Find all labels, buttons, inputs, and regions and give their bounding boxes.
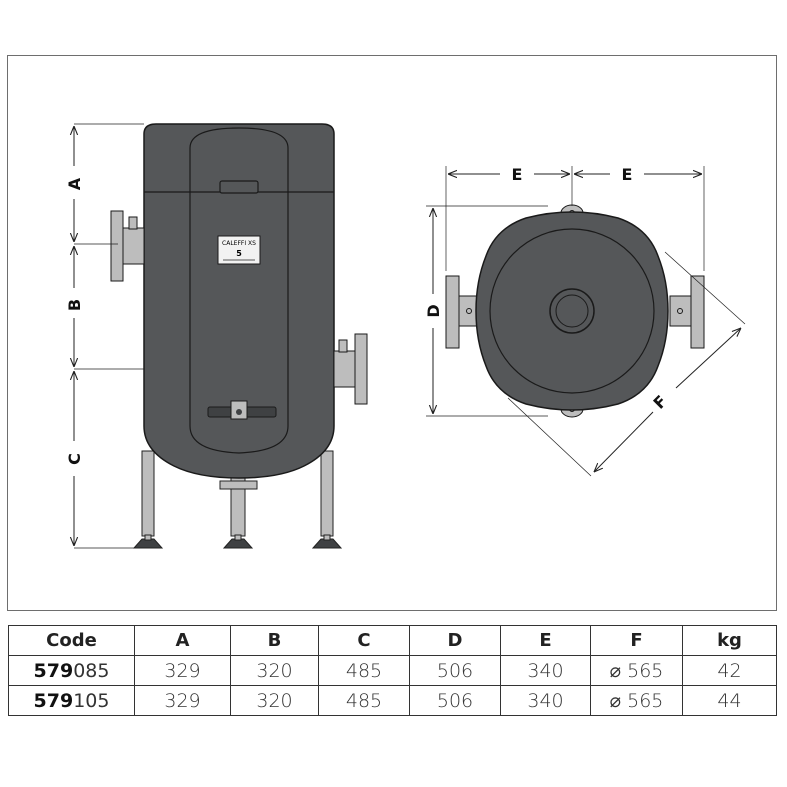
inlet-flange-left bbox=[110, 210, 145, 282]
cell-f: ⌀ 565 bbox=[590, 685, 683, 716]
table-row: 579085 329 320 485 506 340 ⌀ 565 42 bbox=[8, 655, 777, 686]
cell-kg: 44 bbox=[682, 685, 777, 716]
cell-b: 320 bbox=[230, 655, 319, 686]
cell-code: 579085 bbox=[8, 655, 135, 686]
header-b: B bbox=[230, 625, 319, 656]
vessel-body bbox=[143, 123, 335, 479]
cell-d: 506 bbox=[409, 655, 501, 686]
cell-a: 329 bbox=[134, 685, 231, 716]
header-e: E bbox=[500, 625, 591, 656]
foot-right bbox=[311, 538, 343, 549]
leg-left bbox=[141, 450, 155, 537]
header-c: C bbox=[318, 625, 410, 656]
dimension-vertical bbox=[74, 123, 144, 549]
vessel-inner-panel bbox=[189, 127, 289, 454]
cell-c: 485 bbox=[318, 685, 410, 716]
header-a: A bbox=[134, 625, 231, 656]
header-d: D bbox=[409, 625, 501, 656]
cell-kg: 42 bbox=[682, 655, 777, 686]
spec-table: Code A B C D E F kg 579085 329 320 485 5… bbox=[8, 625, 777, 716]
table-header-row: Code A B C D E F kg bbox=[8, 625, 777, 656]
cell-e: 340 bbox=[500, 685, 591, 716]
nameplate-text: CALEFFI XS bbox=[222, 240, 256, 247]
outlet-flange-right bbox=[333, 333, 368, 405]
drawing-frame: CALEFFI XS 5 bbox=[7, 55, 777, 611]
header-kg: kg bbox=[682, 625, 777, 656]
dimension-label-c: C bbox=[65, 453, 84, 465]
dimension-label-b: B bbox=[65, 299, 84, 311]
cell-d: 506 bbox=[409, 685, 501, 716]
dimension-label-e-right: E bbox=[622, 165, 633, 184]
cell-a: 329 bbox=[134, 655, 231, 686]
dimension-label-e-left: E bbox=[512, 165, 523, 184]
foot-left bbox=[132, 538, 164, 549]
table-row: 579105 329 320 485 506 340 ⌀ 565 44 bbox=[8, 685, 777, 716]
foot-center bbox=[222, 538, 254, 549]
cell-code: 579105 bbox=[8, 685, 135, 716]
header-f: F bbox=[590, 625, 683, 656]
nameplate: CALEFFI XS 5 bbox=[217, 235, 261, 265]
svg-text:5: 5 bbox=[236, 249, 242, 258]
top-handle bbox=[219, 180, 259, 194]
cell-f: ⌀ 565 bbox=[590, 655, 683, 686]
dimension-label-f: F bbox=[650, 392, 671, 413]
cell-e: 340 bbox=[500, 655, 591, 686]
cell-c: 485 bbox=[318, 655, 410, 686]
header-code: Code bbox=[8, 625, 135, 656]
dimension-label-a: A bbox=[65, 177, 84, 190]
front-view: CALEFFI XS 5 bbox=[65, 123, 368, 549]
cell-b: 320 bbox=[230, 685, 319, 716]
dimension-label-d: D bbox=[424, 304, 443, 317]
top-view: E E D F bbox=[424, 165, 746, 477]
leg-right bbox=[320, 450, 334, 537]
technical-drawing: CALEFFI XS 5 bbox=[65, 123, 746, 549]
